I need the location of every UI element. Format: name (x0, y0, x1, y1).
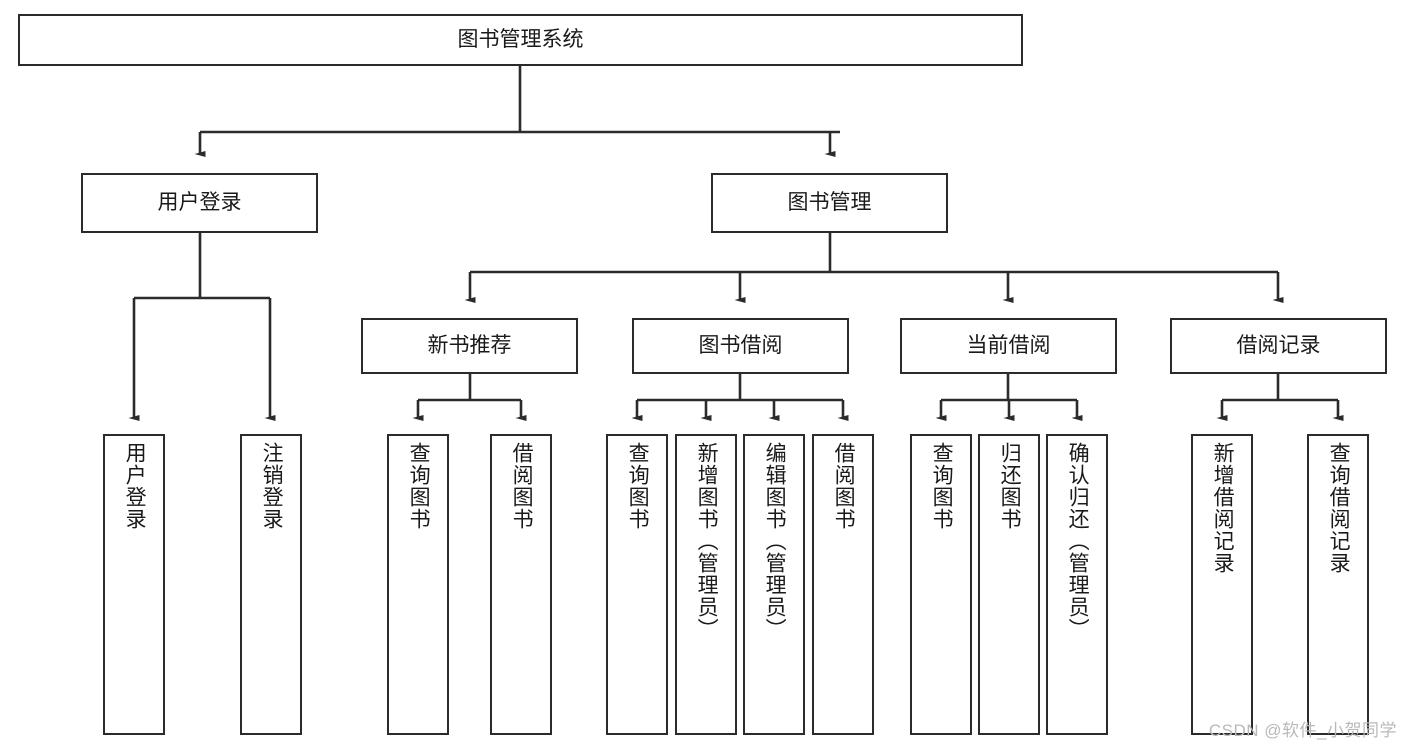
node-current-borrow-label: 当前借阅 (966, 333, 1051, 357)
leaf-logout-label: 注销登录 (260, 442, 284, 530)
leaf-borrow-query-book[interactable]: 查询图书 (606, 434, 668, 735)
leaf-borrow-query-book-label: 查询图书 (626, 442, 650, 530)
leaf-borrow-edit-book-admin[interactable]: 编辑图书（管理员） (743, 434, 805, 735)
node-borrow-record[interactable]: 借阅记录 (1170, 318, 1387, 374)
node-root-system[interactable]: 图书管理系统 (18, 14, 1023, 66)
leaf-borrow-borrow-book[interactable]: 借阅图书 (812, 434, 874, 735)
leaf-newbook-borrow-book[interactable]: 借阅图书 (490, 434, 552, 735)
leaf-current-query-book[interactable]: 查询图书 (910, 434, 972, 735)
leaf-borrow-add-book-admin-label: 新增图书（管理员） (695, 442, 719, 640)
leaf-current-return-book[interactable]: 归还图书 (978, 434, 1040, 735)
leaf-record-add-record[interactable]: 新增借阅记录 (1191, 434, 1253, 735)
node-user-login-label: 用户登录 (157, 190, 242, 214)
leaf-newbook-borrow-book-label: 借阅图书 (510, 442, 534, 530)
leaf-user-login-label: 用户登录 (123, 442, 147, 530)
node-user-login[interactable]: 用户登录 (81, 173, 318, 233)
leaf-newbook-query-book-label: 查询图书 (407, 442, 431, 530)
leaf-record-add-record-label: 新增借阅记录 (1211, 442, 1235, 574)
node-root-system-label: 图书管理系统 (457, 27, 584, 51)
node-book-management-label: 图书管理 (787, 190, 872, 214)
node-new-book-recommend[interactable]: 新书推荐 (361, 318, 578, 374)
leaf-current-return-book-label: 归还图书 (998, 442, 1022, 530)
watermark-text: CSDN @软件_小贺同学 (1208, 721, 1397, 740)
node-new-book-recommend-label: 新书推荐 (427, 333, 512, 357)
node-book-management[interactable]: 图书管理 (711, 173, 948, 233)
leaf-borrow-borrow-book-label: 借阅图书 (832, 442, 856, 530)
leaf-current-confirm-return-admin[interactable]: 确认归还（管理员） (1046, 434, 1108, 735)
leaf-newbook-query-book[interactable]: 查询图书 (387, 434, 449, 735)
leaf-current-query-book-label: 查询图书 (930, 442, 954, 530)
leaf-record-query-record-label: 查询借阅记录 (1327, 442, 1351, 574)
leaf-borrow-edit-book-admin-label: 编辑图书（管理员） (763, 442, 787, 640)
node-book-borrow-label: 图书借阅 (698, 333, 783, 357)
leaf-record-query-record[interactable]: 查询借阅记录 (1307, 434, 1369, 735)
leaf-current-confirm-return-admin-label: 确认归还（管理员） (1066, 442, 1090, 640)
leaf-logout[interactable]: 注销登录 (240, 434, 302, 735)
node-borrow-record-label: 借阅记录 (1236, 333, 1321, 357)
leaf-user-login[interactable]: 用户登录 (103, 434, 165, 735)
node-current-borrow[interactable]: 当前借阅 (900, 318, 1117, 374)
leaf-borrow-add-book-admin[interactable]: 新增图书（管理员） (675, 434, 737, 735)
node-book-borrow[interactable]: 图书借阅 (632, 318, 849, 374)
